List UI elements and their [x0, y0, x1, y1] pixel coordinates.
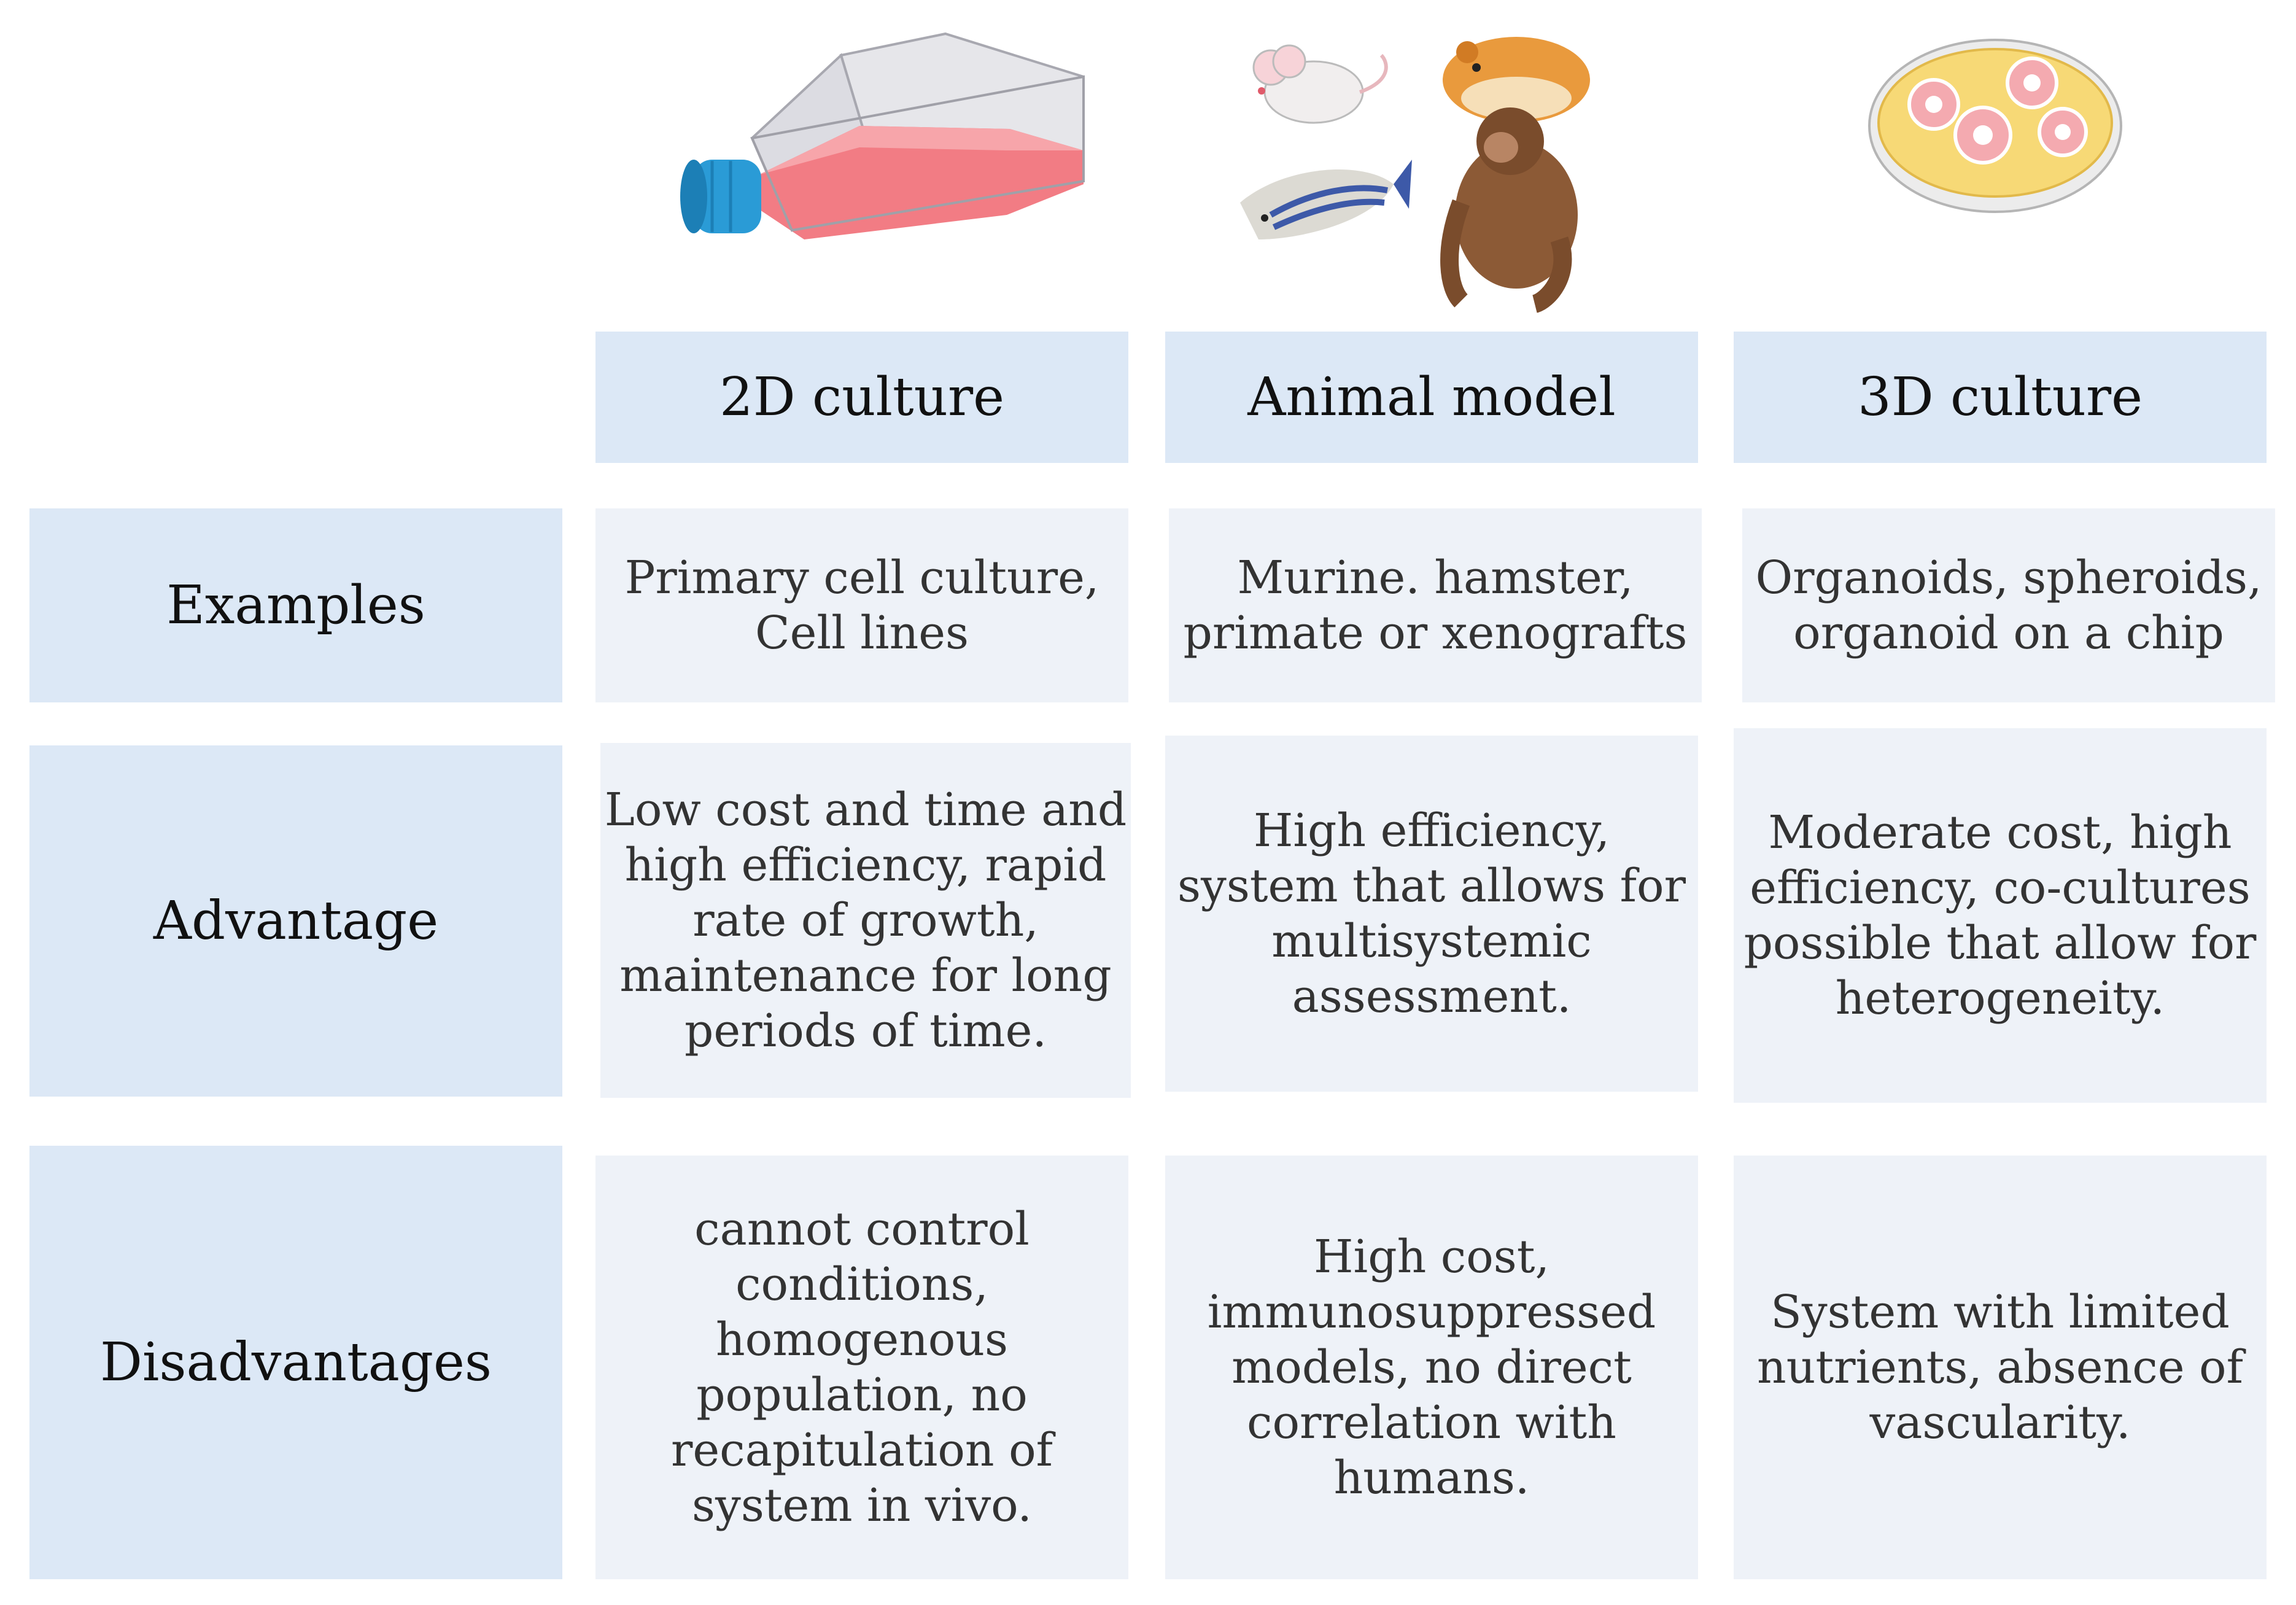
- row-header-examples: Examples: [29, 508, 562, 702]
- cell-advantage-animal-model: High efficiency, system that allows for …: [1165, 736, 1698, 1092]
- cell-advantage-2d-culture: Low cost and time and high efficiency, r…: [600, 743, 1131, 1098]
- cell-examples-2d-culture: Primary cell culture, Cell lines: [595, 508, 1128, 702]
- lab-animals-icon: [1228, 18, 1608, 313]
- cell-culture-flask-icon: [675, 25, 1093, 270]
- cell-examples-animal-model: Murine. hamster, primate or xenografts: [1169, 508, 1702, 702]
- column-header-2d-culture: 2D culture: [595, 332, 1128, 463]
- zebrafish-icon: [1240, 160, 1412, 239]
- cell-disadvantages-animal-model: High cost, immunosuppressed models, no d…: [1165, 1156, 1698, 1579]
- primate-icon: [1440, 107, 1578, 313]
- hamster-icon: [1443, 37, 1590, 123]
- cell-advantage-3d-culture: Moderate cost, high efficiency, co-cultu…: [1734, 728, 2267, 1103]
- petri-dish-organoids-icon: [1866, 31, 2124, 221]
- row-header-disadvantages: Disadvantages: [29, 1146, 562, 1579]
- row-header-advantage: Advantage: [29, 745, 562, 1097]
- cell-examples-3d-culture: Organoids, spheroids, organoid on a chip: [1742, 508, 2275, 702]
- cell-disadvantages-2d-culture: cannot control conditions, homogenous po…: [595, 1156, 1128, 1579]
- column-header-3d-culture: 3D culture: [1734, 332, 2267, 463]
- mouse-icon: [1252, 44, 1388, 124]
- cell-disadvantages-3d-culture: System with limited nutrients, absence o…: [1734, 1156, 2267, 1579]
- column-header-animal-model: Animal model: [1165, 332, 1698, 463]
